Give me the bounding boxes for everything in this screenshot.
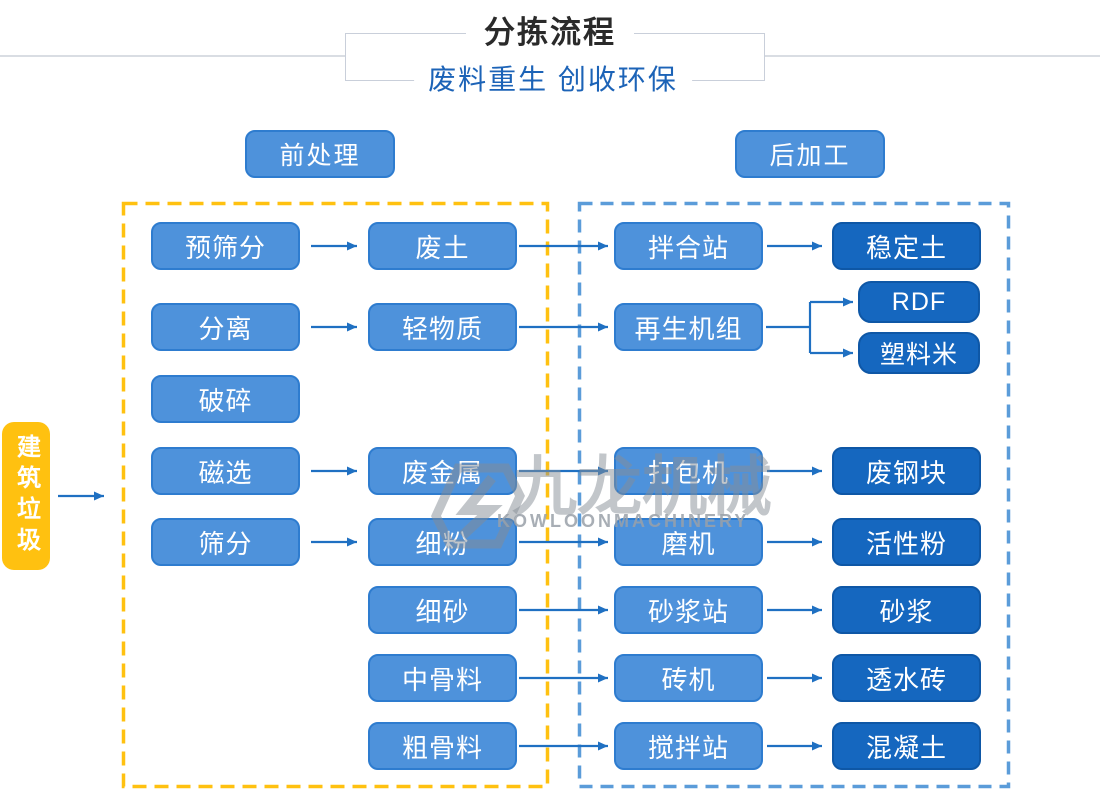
- node-plastic-pellets: 塑料米: [858, 332, 980, 374]
- post-section-dashed-border: [577, 201, 1011, 789]
- node-permeable-brick: 透水砖: [832, 654, 981, 702]
- page-title: 分拣流程: [466, 16, 634, 50]
- node-medium-aggregate: 中骨料: [368, 654, 517, 702]
- node-pre-screening: 预筛分: [151, 222, 300, 270]
- source-node-construction-waste: 建筑垃圾: [2, 422, 50, 570]
- watermark-logo-icon: [431, 463, 525, 549]
- node-mixing-station: 拌合站: [614, 222, 763, 270]
- node-mill: 磨机: [614, 518, 763, 566]
- node-stabilized-soil: 稳定土: [832, 222, 981, 270]
- node-crushing: 破碎: [151, 375, 300, 423]
- section-label-pre-processing: 前处理: [245, 130, 395, 178]
- node-brick-machine: 砖机: [614, 654, 763, 702]
- node-mortar-station: 砂浆站: [614, 586, 763, 634]
- node-recycling-unit: 再生机组: [614, 303, 763, 351]
- page-subtitle: 废料重生 创收环保: [414, 63, 692, 96]
- node-active-powder: 活性粉: [832, 518, 981, 566]
- node-magnetic-sorting: 磁选: [151, 447, 300, 495]
- node-rdf: RDF: [858, 281, 980, 323]
- node-separation: 分离: [151, 303, 300, 351]
- node-coarse-aggregate: 粗骨料: [368, 722, 517, 770]
- node-screening: 筛分: [151, 518, 300, 566]
- node-baler: 打包机: [614, 447, 763, 495]
- pre-section-dashed-border: [121, 201, 550, 789]
- node-steel-blocks: 废钢块: [832, 447, 981, 495]
- section-label-post-processing: 后加工: [735, 130, 885, 178]
- node-waste-soil: 废土: [368, 222, 517, 270]
- node-stirring-station: 搅拌站: [614, 722, 763, 770]
- node-fine-sand: 细砂: [368, 586, 517, 634]
- watermark-brand-en: KOWLOONMACHINERY: [497, 511, 750, 531]
- node-light-material: 轻物质: [368, 303, 517, 351]
- node-concrete: 混凝土: [832, 722, 981, 770]
- watermark-brand-cn: 九龙机械: [512, 450, 773, 523]
- node-mortar: 砂浆: [832, 586, 981, 634]
